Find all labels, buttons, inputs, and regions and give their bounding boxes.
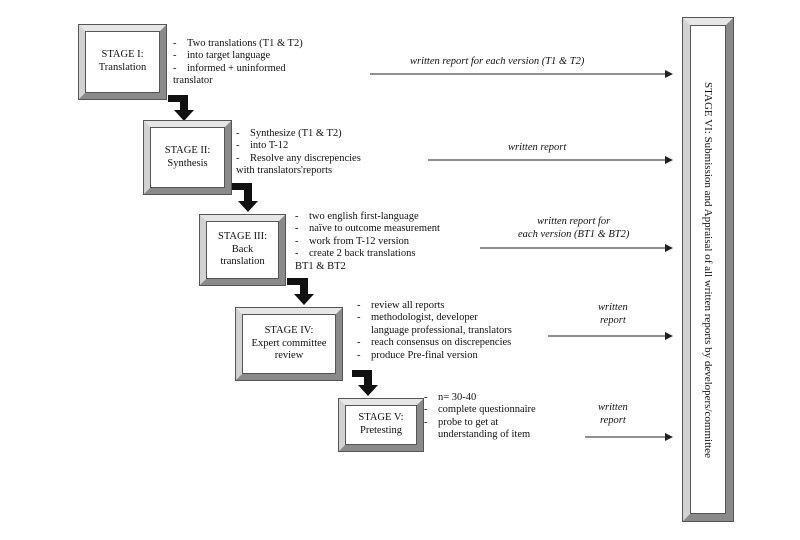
stage-6-label: STAGE VI: Submission and Appraisal of al… — [702, 81, 714, 458]
stage-3-report-line: each version (BT1 & BT2) — [518, 228, 630, 240]
stage-5-report: written report — [598, 402, 628, 427]
stage-1-bullet: Two translations (T1 & T2) — [173, 38, 303, 51]
stage-3-subtitle-line: translation — [220, 256, 265, 268]
step-arrow-3 — [287, 278, 314, 305]
stage-2-title: STAGE II: — [164, 144, 211, 156]
stage-3-notes: two english first-language naïve to outc… — [295, 211, 440, 273]
stage-5-bullet: n= 30-40 — [424, 392, 536, 405]
stage-2-bullet: into T-12 — [236, 140, 361, 153]
stage-2-report: written report — [508, 142, 566, 155]
stage-3-subtitle-line: Back — [231, 243, 254, 255]
stage-1-bullet: into target language — [173, 50, 303, 63]
stage-1-subtitle: Translation — [98, 62, 147, 73]
stage-4-bullet: methodologist, developer — [357, 312, 512, 325]
stage-3-bullet: work from T-12 version — [295, 236, 440, 249]
stage-2-bullet: Resolve any discrepencies — [236, 153, 361, 166]
stage-1-notes: Two translations (T1 & T2) into target l… — [173, 38, 303, 88]
stage-1-bullet: informed + uninformed — [173, 63, 303, 76]
stage-1-report: written report for each version (T1 & T2… — [410, 56, 584, 69]
stage-6-box: STAGE VI: Submission and Appraisal of al… — [683, 18, 733, 521]
stage-2-tail: with translators'reports — [236, 165, 333, 177]
stage-4-report-line: written — [598, 302, 628, 313]
stage-5-box: STAGE V: Pretesting — [339, 399, 423, 451]
stage-1-title: STAGE I: — [101, 49, 144, 61]
stage-3-box: STAGE III: Back translation — [200, 215, 285, 285]
stage-4-subtitle-line: Expert committee — [251, 337, 327, 349]
stage-4-notes: review all reports methodologist, develo… — [357, 300, 512, 362]
stage-3-tail: BT1 & BT2 — [295, 260, 346, 272]
stage-5-bullet: complete questionnaire — [424, 404, 536, 417]
stage-5-report-line: report — [599, 414, 626, 426]
stage-3-bullet: create 2 back translations — [295, 248, 440, 261]
stage-3-bullet: two english first-language — [295, 211, 440, 224]
stage-1-tail: translator — [173, 75, 213, 87]
stage-1-box: STAGE I: Translation — [79, 25, 166, 99]
stage-3-bullet: naïve to outcome measurement — [295, 223, 440, 236]
step-arrow-1 — [168, 95, 194, 121]
stage-2-notes: Synthesize (T1 & T2) into T-12 Resolve a… — [236, 128, 361, 178]
step-arrow-4 — [352, 370, 378, 396]
stage-4-bullet: reach consensus on discrepencies — [357, 337, 512, 350]
stage-4-title: STAGE IV: — [264, 324, 314, 336]
stage-4-bullet: produce Pre-final version — [357, 350, 512, 363]
stage-4-box: STAGE IV: Expert committee review — [236, 308, 342, 380]
stage-2-subtitle: Synthesis — [167, 157, 208, 169]
stage-3-report: written report for each version (BT1 & B… — [518, 216, 629, 241]
stage-2-bullet: Synthesize (T1 & T2) — [236, 128, 361, 141]
stage-4-report-line: report — [599, 314, 626, 326]
stage-4-bullet: review all reports — [357, 300, 512, 313]
stage-5-bullet: probe to get at — [424, 417, 536, 430]
stage-5-tail: understanding of item — [438, 429, 531, 441]
stage-3-title: STAGE III: — [217, 230, 268, 242]
stage-3-report-line: written report for — [537, 216, 611, 227]
stage-1-report-line: written report for each version (T1 & T2… — [410, 56, 585, 67]
stage-4-continued: language professional, translators — [371, 324, 512, 336]
stage-5-notes: n= 30-40 complete questionnaire probe to… — [424, 392, 536, 442]
step-arrow-2 — [232, 183, 258, 212]
stage-4-subtitle-line: review — [274, 350, 304, 362]
stage-4-report: written report — [598, 302, 628, 327]
stage-5-report-line: written — [598, 402, 628, 413]
stage-2-box: STAGE II: Synthesis — [144, 121, 231, 194]
stage-5-subtitle: Pretesting — [360, 425, 402, 436]
stage-2-report-line: written report — [508, 142, 567, 153]
stage-5-title: STAGE V: — [358, 412, 404, 424]
